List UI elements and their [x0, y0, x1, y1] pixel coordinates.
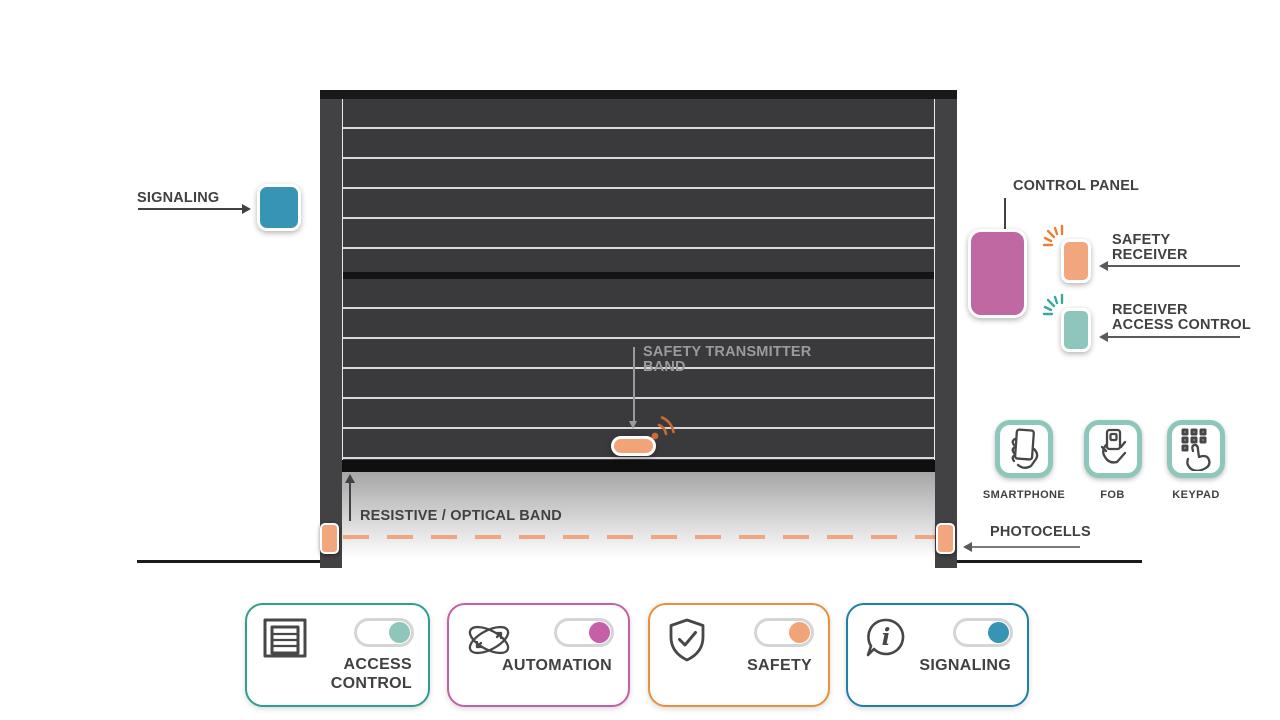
- fob-tile: [1084, 420, 1142, 478]
- safety-transmitter-arrow-line: [633, 347, 635, 422]
- keypad-icon: [1181, 428, 1211, 471]
- control-panel-box: [968, 229, 1027, 318]
- sparkle-icon: [1042, 293, 1064, 316]
- card-signaling[interactable]: i SIGNALING: [846, 603, 1029, 707]
- toggle-knob: [988, 622, 1009, 643]
- card-access-control[interactable]: ACCESS CONTROL: [245, 603, 430, 707]
- smartphone-icon: [1011, 428, 1039, 469]
- door-curtain: [342, 99, 935, 460]
- access-control-toggle[interactable]: [354, 618, 414, 647]
- radio-signal-icon: [651, 416, 675, 440]
- photocells-arrowhead-left: [963, 542, 972, 552]
- resistive-optical-band-label: RESISTIVE / OPTICAL BAND: [360, 508, 562, 524]
- door-header-bar: [320, 90, 957, 99]
- safety-transmitter-band-label: SAFETY TRANSMITTER BAND: [643, 344, 812, 375]
- signaling-card-label: SIGNALING: [919, 656, 1011, 674]
- toggle-knob: [589, 622, 610, 643]
- safety-toggle[interactable]: [754, 618, 814, 647]
- keypad-label: KEYPAD: [1172, 489, 1220, 501]
- signaling-toggle[interactable]: [953, 618, 1013, 647]
- receiver-access-control-label: RECEIVER ACCESS CONTROL: [1112, 302, 1251, 333]
- shield-check-icon: [669, 618, 705, 662]
- access-control-card-label: ACCESS CONTROL: [330, 656, 412, 692]
- photocell-sensor-left: [320, 523, 339, 554]
- toggle-knob: [389, 622, 410, 643]
- door-rail-left: [320, 99, 342, 568]
- safety-receiver-label: SAFETY RECEIVER: [1112, 232, 1188, 263]
- card-automation[interactable]: AUTOMATION: [447, 603, 630, 707]
- photocell-sensor-right: [936, 523, 955, 554]
- smartphone-label: SMARTPHONE: [982, 489, 1066, 501]
- safety-transmitter-sensor: [611, 436, 656, 456]
- safety-card-label: SAFETY: [747, 656, 812, 674]
- safety-transmitter-arrowhead-down: [629, 421, 637, 429]
- ground-line-left: [137, 560, 320, 563]
- signaling-arrow-line: [138, 208, 242, 210]
- sparkle-icon: [1042, 224, 1064, 247]
- safety-receiver-arrowhead-left: [1099, 261, 1108, 271]
- safety-receiver-arrow-line: [1108, 265, 1240, 267]
- receiver-access-control-arrowhead-left: [1099, 332, 1108, 342]
- control-panel-label: CONTROL PANEL: [1013, 178, 1140, 194]
- control-panel-arrow-line: [1004, 198, 1006, 234]
- receiver-access-control-box: [1061, 308, 1091, 352]
- receiver-access-control-arrow-line: [1108, 336, 1240, 338]
- photocell-beam-dashed-line: [343, 535, 935, 539]
- svg-text:i: i: [882, 624, 891, 651]
- signaling-label: SIGNALING: [137, 190, 220, 206]
- card-safety[interactable]: SAFETY: [648, 603, 830, 707]
- smartphone-tile: [995, 420, 1053, 478]
- door-opening-gradient: [342, 472, 935, 563]
- door-section-joint: [343, 272, 934, 279]
- door-rail-right: [935, 99, 957, 568]
- ground-line-right: [957, 560, 1142, 563]
- fob-label: FOB: [1100, 489, 1125, 501]
- photocells-arrow-line: [972, 546, 1080, 548]
- signaling-light-box: [257, 184, 301, 231]
- safety-receiver-box: [1061, 239, 1091, 283]
- fob-icon: [1100, 428, 1127, 464]
- automation-orbits-icon: [468, 625, 510, 655]
- photocells-label: PHOTOCELLS: [990, 524, 1091, 540]
- resistive-band-arrowhead-up: [345, 474, 355, 483]
- info-bubble-icon: i: [866, 618, 905, 657]
- automation-card-label: AUTOMATION: [502, 656, 612, 674]
- door-bottom-edge: [342, 460, 935, 472]
- garage-door-icon: [263, 618, 307, 658]
- automation-toggle[interactable]: [554, 618, 614, 647]
- toggle-knob: [789, 622, 810, 643]
- keypad-tile: [1167, 420, 1225, 478]
- signaling-arrowhead-right: [242, 204, 251, 214]
- resistive-band-arrow-line: [349, 481, 351, 521]
